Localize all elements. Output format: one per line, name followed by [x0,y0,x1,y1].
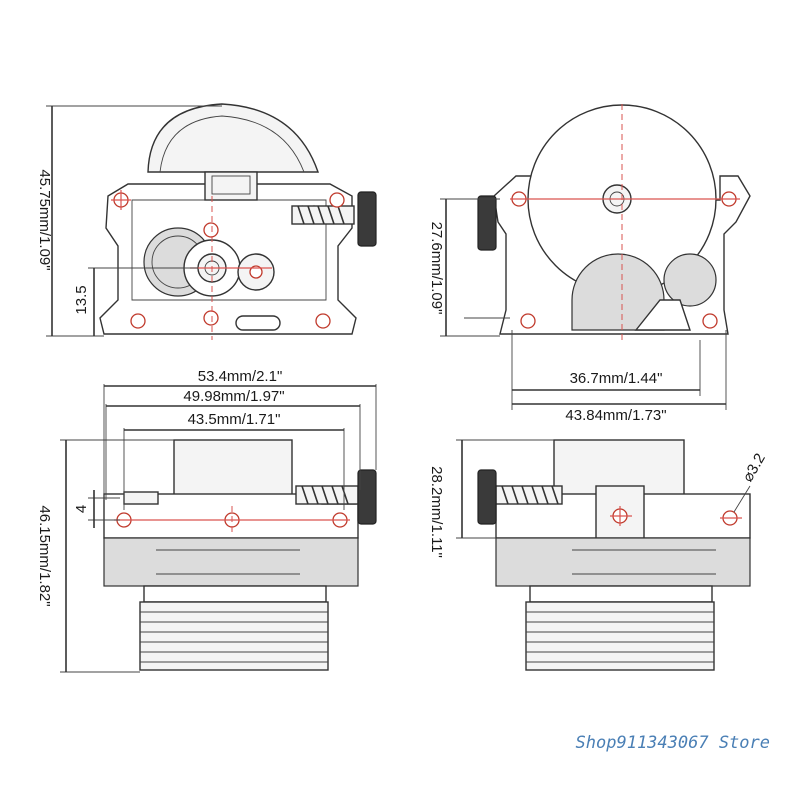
dim-bottom-right-height: 28.2mm/1.11" [428,466,445,558]
side-view-right [477,439,751,671]
side-view-left-dimensions [60,384,377,673]
side-view-right-dimensions [456,439,554,539]
dim-top-right-height: 27.6mm/1.09" [428,222,445,315]
dim-top-left-height: 45.75mm/1.09" [36,169,53,270]
side-view-left [103,439,377,671]
dim-bottom-left-width-inner: 43.5mm/1.71" [188,411,281,428]
dim-bottom-left-width-outer: 53.4mm/2.1" [198,368,283,385]
front-view [99,103,377,340]
back-view-dimensions [440,198,727,410]
dim-bottom-left-offset: 4 [73,505,90,513]
dim-bottom-left-height: 46.15mm/1.82" [36,505,53,606]
dim-top-left-offset: 13.5 [73,285,90,314]
dim-bottom-left-width-mid: 49.98mm/1.97" [183,388,284,405]
dim-top-right-width-outer: 43.84mm/1.73" [565,407,666,424]
dim-bottom-right-hole: ⌀3.2 [739,451,769,485]
front-view-dimensions [46,105,222,337]
store-watermark: Shop911343067 Store [576,733,770,753]
dim-top-right-width-inner: 36.7mm/1.44" [570,370,663,387]
back-view [477,104,751,340]
